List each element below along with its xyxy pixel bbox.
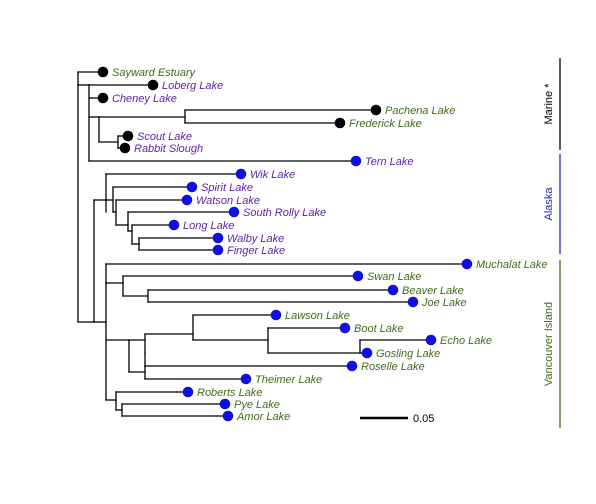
tip-label: Theimer Lake xyxy=(255,374,322,386)
tip-label: Pye Lake xyxy=(234,399,280,411)
tip-node: Scout Lake xyxy=(122,130,192,143)
tip-dot xyxy=(168,219,180,231)
scale-bar: 0.05 xyxy=(360,413,434,425)
tip-node: Beaver Lake xyxy=(387,284,464,297)
tip-node: Loberg Lake xyxy=(147,79,223,92)
tip-label: Cheney Lake xyxy=(112,93,177,105)
tip-dot xyxy=(147,79,159,91)
tip-dot xyxy=(97,92,109,104)
tip-dot xyxy=(425,334,437,346)
tip-label: Roberts Lake xyxy=(197,387,262,399)
tip-dot xyxy=(182,386,194,398)
tip-node: Finger Lake xyxy=(212,244,285,257)
tip-node: Wik Lake xyxy=(235,168,295,181)
tip-label: Beaver Lake xyxy=(402,285,464,297)
tip-label: Wik Lake xyxy=(250,169,295,181)
tip-label: Walby Lake xyxy=(227,233,284,245)
tree-branches xyxy=(77,71,468,417)
tip-node: Watson Lake xyxy=(181,194,260,207)
tip-label: Joe Lake xyxy=(421,297,467,309)
tip-dot xyxy=(181,194,193,206)
tip-dot xyxy=(350,155,362,167)
tip-label: Swan Lake xyxy=(367,271,421,283)
tip-label: Gosling Lake xyxy=(376,348,440,360)
tip-label: Echo Lake xyxy=(440,335,492,347)
tip-node: Cheney Lake xyxy=(97,92,177,105)
tip-dot xyxy=(407,296,419,308)
tip-node: Amor Lake xyxy=(222,410,290,423)
tip-node: South Rolly Lake xyxy=(228,206,326,219)
tip-node: Roselle Lake xyxy=(346,360,425,373)
tip-dot xyxy=(361,347,373,359)
tip-label: Frederick Lake xyxy=(349,118,422,130)
tip-label: Boot Lake xyxy=(354,323,404,335)
tip-node: Theimer Lake xyxy=(240,373,322,386)
tip-dot xyxy=(212,244,224,256)
tip-dot xyxy=(222,410,234,422)
tip-label: Watson Lake xyxy=(196,195,260,207)
scale-bar-label: 0.05 xyxy=(413,413,434,425)
tip-label: Long Lake xyxy=(183,220,234,232)
tip-node: Pachena Lake xyxy=(370,104,455,117)
tip-label: Rabbit Slough xyxy=(134,143,203,155)
tip-dot xyxy=(119,142,131,154)
tip-label: Spirit Lake xyxy=(201,182,253,194)
tip-label: Lawson Lake xyxy=(285,310,350,322)
tip-dot xyxy=(352,270,364,282)
tip-dot xyxy=(270,309,282,321)
tip-label: Pachena Lake xyxy=(385,105,455,117)
tip-label: Amor Lake xyxy=(236,411,290,423)
tip-node: Long Lake xyxy=(168,219,234,232)
tip-label: South Rolly Lake xyxy=(243,207,326,219)
tip-node: Muchalat Lake xyxy=(461,258,548,271)
tip-dot xyxy=(334,117,346,129)
tip-dot xyxy=(97,66,109,78)
clade-label: Marine * xyxy=(543,83,555,125)
tip-dot xyxy=(461,258,473,270)
tip-node: Lawson Lake xyxy=(270,309,350,322)
tip-node: Walby Lake xyxy=(212,232,284,245)
tip-dot xyxy=(240,373,252,385)
tip-node: Boot Lake xyxy=(339,322,404,335)
tip-label: Muchalat Lake xyxy=(476,259,548,271)
tip-node: Echo Lake xyxy=(425,334,492,347)
tip-label: Roselle Lake xyxy=(361,361,425,373)
tip-node: Rabbit Slough xyxy=(119,142,203,155)
tip-dot xyxy=(339,322,351,334)
tip-node: Joe Lake xyxy=(407,296,467,309)
tip-dot xyxy=(219,398,231,410)
tip-node: Gosling Lake xyxy=(361,347,440,360)
tip-dot xyxy=(387,284,399,296)
tip-dot xyxy=(346,360,358,372)
tip-dot xyxy=(122,130,134,142)
tip-label: Loberg Lake xyxy=(162,80,223,92)
tip-label: Tern Lake xyxy=(365,156,414,168)
tip-node: Roberts Lake xyxy=(182,386,262,399)
tip-dot xyxy=(235,168,247,180)
tip-label: Finger Lake xyxy=(227,245,285,257)
tip-dot xyxy=(228,206,240,218)
tip-node: Swan Lake xyxy=(352,270,421,283)
tip-node: Frederick Lake xyxy=(334,117,422,130)
tip-dot xyxy=(186,181,198,193)
tip-label: Sayward Estuary xyxy=(112,67,197,79)
tip-dot xyxy=(212,232,224,244)
tip-node: Sayward Estuary xyxy=(97,66,197,79)
clade-label: Alaska xyxy=(543,187,555,221)
tip-label: Scout Lake xyxy=(137,131,192,143)
tip-node: Pye Lake xyxy=(219,398,280,411)
tip-dot xyxy=(370,104,382,116)
tip-node: Spirit Lake xyxy=(186,181,253,194)
clade-label: Vancouver Island xyxy=(543,302,555,386)
tip-node: Tern Lake xyxy=(350,155,414,168)
